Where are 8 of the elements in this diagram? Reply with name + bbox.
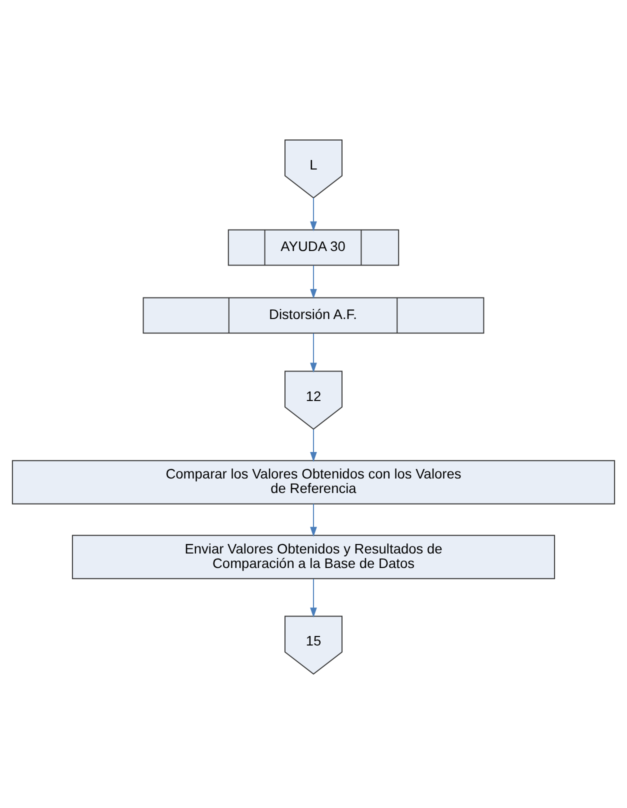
node-box: Enviar Valores Obtenidos y Resultados de Comparación a la Base de Datos — [72, 534, 556, 580]
arrow — [310, 429, 317, 462]
arrow — [310, 578, 317, 618]
arrow — [310, 197, 317, 232]
arrow — [310, 332, 317, 373]
node-box: Comparar los Valores Obtenidos con los Valores de Referencia — [12, 460, 616, 504]
arrow — [310, 503, 317, 537]
arrow — [310, 265, 317, 299]
